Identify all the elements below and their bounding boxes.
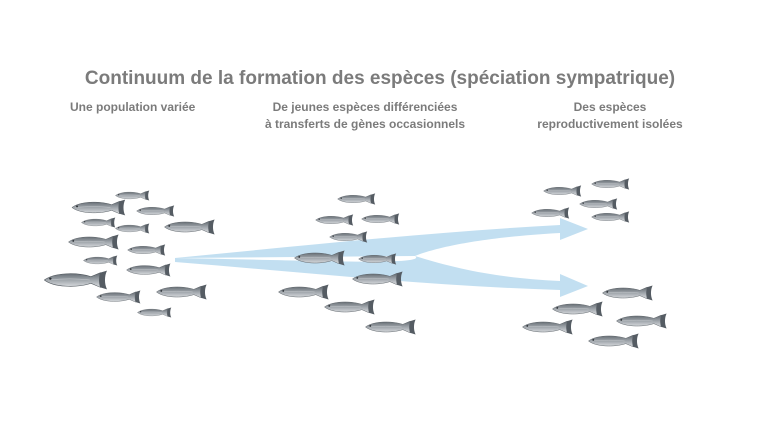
fish-icon xyxy=(164,219,215,235)
fish-icon xyxy=(361,213,400,225)
fish-icon xyxy=(136,205,175,217)
fish-icon xyxy=(337,193,376,205)
fish-icon xyxy=(127,244,166,256)
fish-icon xyxy=(365,319,416,335)
fish-icon xyxy=(531,207,570,219)
fish-icon xyxy=(579,198,618,210)
stage-label-line: Une population variée xyxy=(70,100,196,114)
fish-icon xyxy=(83,255,118,266)
fish-icon xyxy=(278,284,329,300)
fish-icon xyxy=(315,214,354,226)
fish-group-isolated-species-large xyxy=(522,285,667,349)
fish-icon xyxy=(552,301,603,317)
diagram-title: Continuum de la formation des espèces (s… xyxy=(84,68,676,89)
fish-icon xyxy=(81,217,116,228)
arrow-icon xyxy=(175,218,588,258)
stage-label-varied-population: Une population variée xyxy=(70,99,226,116)
stage-label-line: reproductivement isolées xyxy=(537,117,683,131)
fish-icon xyxy=(126,263,171,277)
fish-icon xyxy=(115,223,150,234)
stage-label-isolated-species: Des espèces reproductivement isolées xyxy=(510,99,710,133)
fish-group-varied-population xyxy=(43,190,215,318)
stage-label-line: à transferts de gènes occasionnels xyxy=(264,117,466,131)
stage-label-line: Des espèces xyxy=(573,100,647,114)
fish-icon xyxy=(543,185,582,197)
fish-icon xyxy=(96,290,141,304)
fish-icon xyxy=(156,284,207,300)
fish-icon xyxy=(616,313,667,329)
fish-group-isolated-species-small xyxy=(531,178,630,223)
fish-icon xyxy=(324,299,375,315)
fish-icon xyxy=(68,234,119,250)
fish-icon xyxy=(137,307,172,318)
fish-icon xyxy=(43,270,108,290)
stage-label-young-species: De jeunes espèces différenciées à transf… xyxy=(245,99,485,133)
fish-icon xyxy=(588,333,639,349)
fish-icon xyxy=(591,211,630,223)
stage-label-line: De jeunes espèces différenciées xyxy=(272,100,458,114)
fish-icon xyxy=(602,285,653,301)
fish-icon xyxy=(591,178,630,190)
fish-icon xyxy=(71,199,126,216)
fish-icon xyxy=(522,319,573,335)
fish-icon xyxy=(115,190,150,201)
